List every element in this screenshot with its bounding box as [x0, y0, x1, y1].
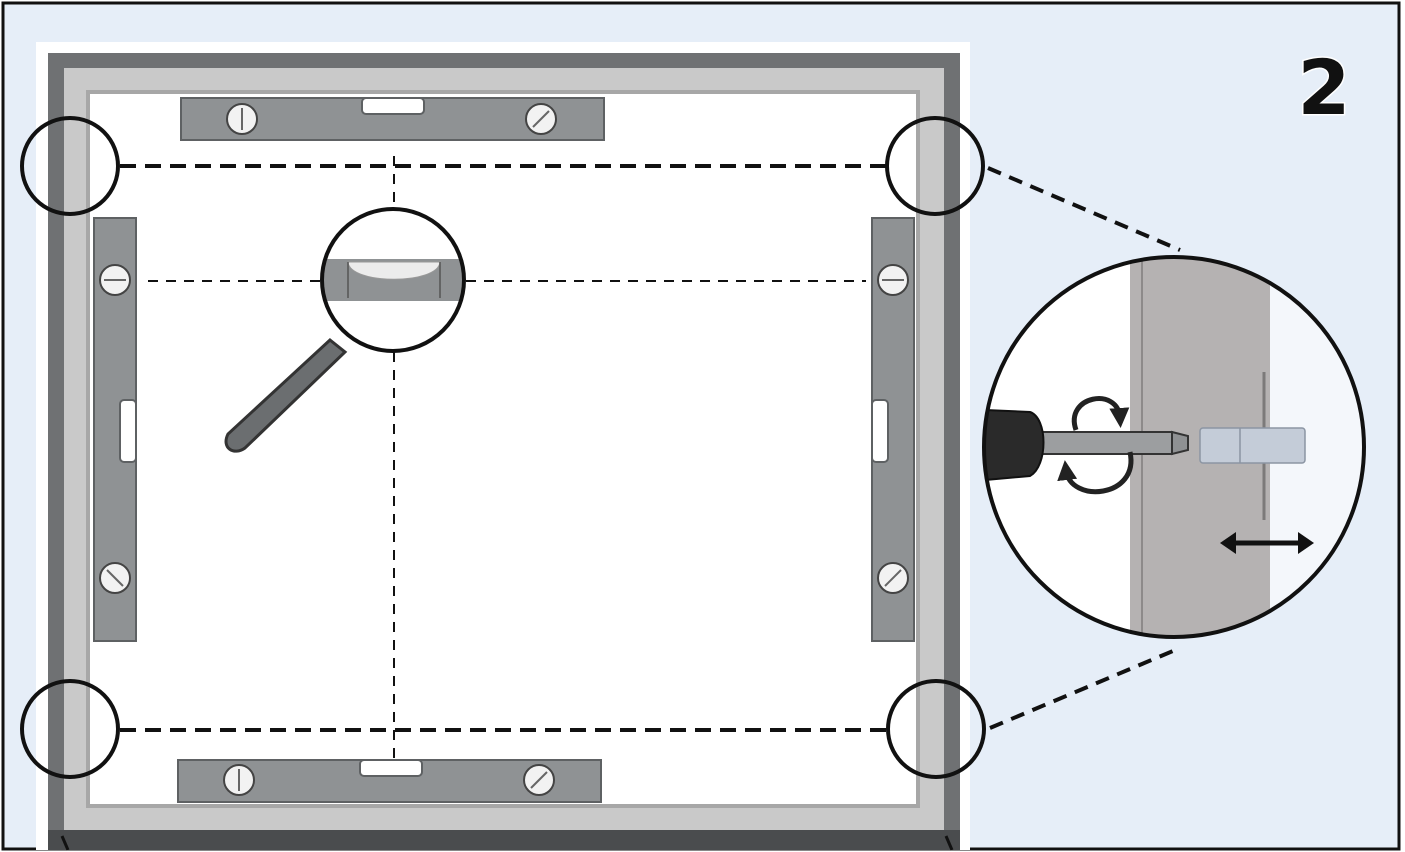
corner-markers: [20, 116, 986, 779]
alignment-guides: [120, 156, 1181, 776]
zoom-connector-bottom: [989, 646, 1181, 730]
rotate-arrows-icon: [1057, 396, 1134, 495]
bubble-vial-icon: [119, 399, 137, 463]
bubble-vial-icon: [361, 97, 425, 115]
corner-marker-top-right: [885, 116, 985, 216]
screw-icon: [523, 764, 555, 796]
frame-bottom-right-leg: [944, 835, 954, 851]
screwdriver-shaft: [1041, 431, 1173, 455]
magnifier-icon: [224, 207, 466, 453]
screw-icon: [877, 264, 909, 296]
adjustment-bolt-icon: [1199, 427, 1306, 464]
right-spirit-level: [871, 217, 915, 642]
screwdriver-tip: [1171, 430, 1189, 456]
screw-icon: [99, 264, 131, 296]
left-spirit-level: [93, 217, 137, 642]
zoom-ring: [982, 255, 1366, 639]
double-arrow-icon: [1220, 532, 1314, 554]
step-number: 2: [1298, 43, 1351, 132]
screwdriver-grip: [984, 408, 1045, 482]
zoom-connector-top: [987, 166, 1181, 252]
frame-bottom-left-leg: [60, 835, 70, 851]
magnifier-handle: [224, 338, 348, 453]
screw-icon: [525, 103, 557, 135]
screw-icon: [223, 764, 255, 796]
bubble-vial-icon: [359, 759, 423, 777]
zoom-detail: [982, 255, 1366, 639]
corner-marker-bottom-right: [886, 679, 986, 779]
mirror-frame-bottom-bar: [48, 830, 960, 850]
mirror-surface: [86, 90, 920, 808]
magnified-bubble: [347, 261, 441, 280]
bubble-vial-icon: [871, 399, 889, 463]
corner-marker-bottom-left: [20, 679, 120, 779]
screw-icon: [99, 562, 131, 594]
screw-icon: [877, 562, 909, 594]
magnifier-lens-ring: [320, 207, 466, 353]
top-spirit-level: [180, 97, 605, 141]
screwdriver-icon: [984, 408, 1189, 482]
corner-marker-top-left: [20, 116, 120, 216]
screw-icon: [226, 103, 258, 135]
bottom-spirit-level: [177, 759, 602, 803]
